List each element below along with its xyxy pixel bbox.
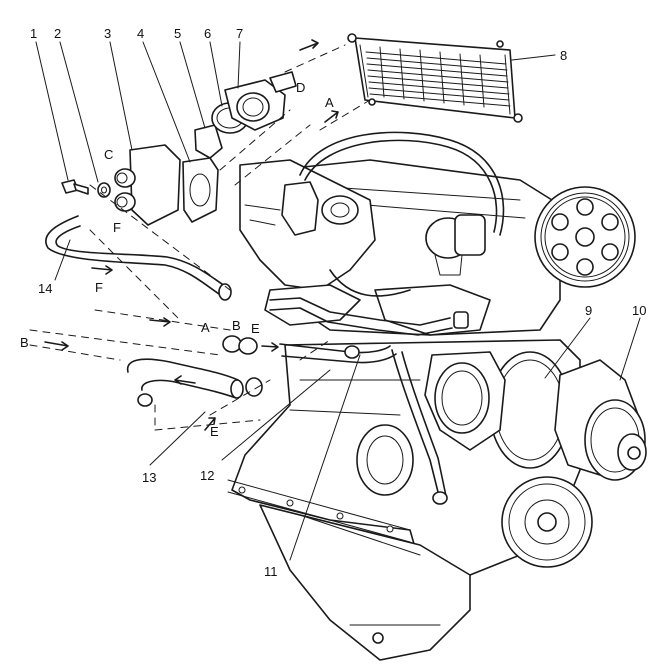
flow-lines	[29, 44, 371, 431]
label-3: 3	[104, 26, 111, 41]
label-E-mid: E	[251, 321, 260, 336]
bypass-union	[222, 335, 258, 355]
label-2: 2	[54, 26, 61, 41]
label-12: 12	[200, 468, 214, 483]
label-E-low: E	[210, 424, 219, 439]
label-B-left: B	[20, 335, 29, 350]
label-A-top: A	[325, 95, 334, 110]
part-7-thermostat-cover	[224, 71, 297, 131]
label-B-mid: B	[232, 318, 241, 333]
label-11: 11	[264, 564, 278, 579]
label-C: C	[104, 147, 113, 162]
leader-lines	[35, 41, 641, 561]
timing-pulley	[534, 186, 636, 288]
block-outlet-housing	[424, 351, 506, 451]
label-5: 5	[174, 26, 181, 41]
label-F-b: F	[95, 280, 103, 295]
label-D: D	[296, 80, 305, 95]
hose-14	[45, 215, 232, 301]
label-A-mid: A	[201, 320, 210, 335]
crankshaft-pulley	[501, 476, 593, 568]
hose-13	[126, 358, 244, 407]
label-7: 7	[236, 26, 243, 41]
part-5-thermostat	[194, 124, 223, 159]
flow-arrows	[44, 39, 339, 431]
hose-11	[279, 343, 448, 505]
label-6: 6	[204, 26, 211, 41]
part-1-bolt	[61, 179, 89, 195]
radiator	[347, 33, 523, 123]
label-10: 10	[632, 303, 646, 318]
callout-labels: 1 2 3 4 5 6 7 8 9 10 11 12 13 14 A A B B…	[20, 26, 646, 579]
hoses-upper	[299, 131, 505, 297]
label-13: 13	[142, 470, 156, 485]
part-4-gasket	[182, 157, 219, 223]
water-pump	[554, 359, 647, 481]
outlet-pipe	[269, 297, 469, 336]
label-4: 4	[137, 26, 144, 41]
label-F-a: F	[113, 220, 121, 235]
label-1: 1	[30, 26, 37, 41]
distributor	[425, 214, 486, 276]
connector-12	[245, 377, 263, 397]
label-8: 8	[560, 48, 567, 63]
label-9: 9	[585, 303, 592, 318]
part-3-housing	[114, 144, 181, 226]
label-14: 14	[38, 281, 52, 296]
